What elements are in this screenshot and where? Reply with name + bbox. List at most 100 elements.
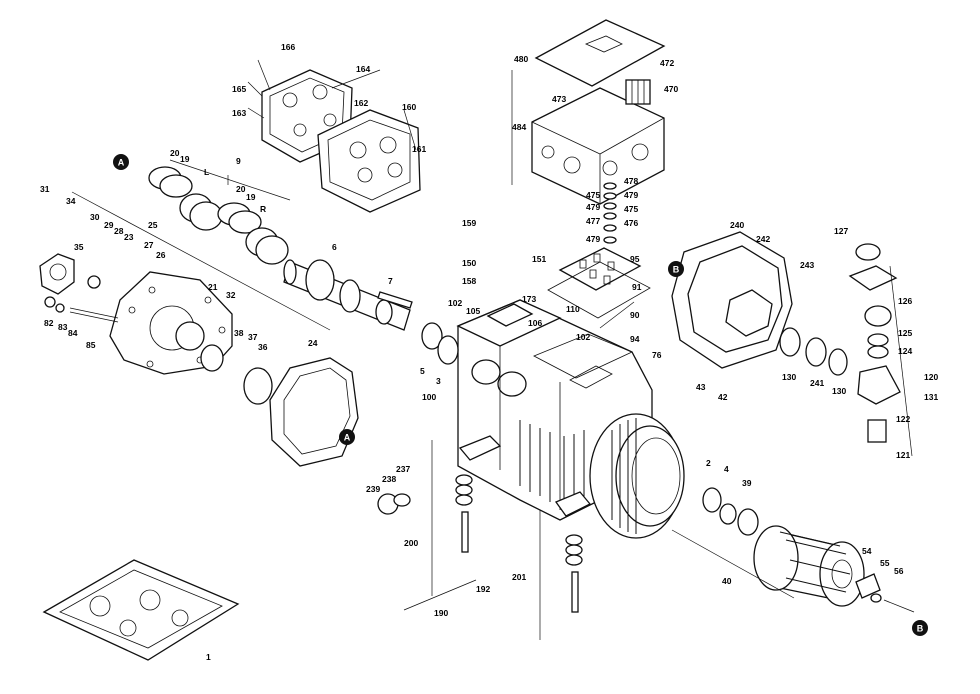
part-label: 90: [630, 310, 640, 320]
part-label: 159: [462, 218, 476, 228]
callout-circle: [113, 154, 129, 170]
part-label: 160: [402, 102, 416, 112]
part-label: 120: [924, 372, 938, 382]
part-label: 125: [898, 328, 912, 338]
callout-letter: A: [118, 157, 125, 167]
part-label: 162: [354, 98, 368, 108]
part-label: 54: [862, 546, 872, 556]
part-label: 479: [624, 190, 638, 200]
part-label: 475: [586, 190, 600, 200]
part-label: 124: [898, 346, 912, 356]
bushings: [421, 322, 915, 613]
part-label: 110: [566, 304, 580, 314]
part-label: 5: [420, 366, 425, 376]
part-label: R: [260, 204, 266, 214]
part-label: 26: [156, 250, 166, 260]
part-label: 20: [170, 148, 180, 158]
callout-letter: B: [917, 623, 924, 633]
callout-badge: B: [912, 620, 928, 636]
callout-badge: B: [668, 261, 684, 277]
part-label: 36: [258, 342, 268, 352]
motor-rotor: [753, 525, 865, 607]
motor-stator: [589, 413, 685, 539]
part-label: 31: [40, 184, 50, 194]
callout-letter: A: [344, 432, 351, 442]
spring-assemblies: [377, 474, 583, 613]
part-label: 473: [552, 94, 566, 104]
part-label: 106: [528, 318, 542, 328]
part-label: 56: [894, 566, 904, 576]
part-label: 122: [896, 414, 910, 424]
part-label: 480: [514, 54, 528, 64]
part-label: 1: [206, 652, 211, 662]
part-label: 2: [706, 458, 711, 468]
part-label: 126: [898, 296, 912, 306]
part-label: 151: [532, 254, 546, 264]
part-label: 161: [412, 144, 426, 154]
callout-badge: A: [339, 429, 355, 445]
terminal-box: [511, 19, 666, 205]
callout-badge: A: [113, 154, 129, 170]
part-label: 163: [232, 108, 246, 118]
part-label: 102: [576, 332, 590, 342]
part-label: 472: [660, 58, 674, 68]
part-label: 39: [742, 478, 752, 488]
part-label: 19: [180, 154, 190, 164]
part-label: 243: [800, 260, 814, 270]
part-label: 242: [756, 234, 770, 244]
part-label: 91: [632, 282, 642, 292]
callout-circle: [668, 261, 684, 277]
part-label: 27: [144, 240, 154, 250]
part-label: 239: [366, 484, 380, 494]
part-label: 479: [586, 202, 600, 212]
part-label: 25: [148, 220, 158, 230]
part-label: 241: [810, 378, 824, 388]
part-label: 37: [248, 332, 258, 342]
part-label: 55: [880, 558, 890, 568]
part-label: 32: [226, 290, 236, 300]
part-label: 95: [630, 254, 640, 264]
part-label: 130: [832, 386, 846, 396]
part-label: 237: [396, 464, 410, 474]
callout-letter: B: [673, 264, 680, 274]
suction-fitting: [848, 243, 901, 443]
terminal-plate: [547, 247, 651, 319]
part-label: 20: [236, 184, 246, 194]
part-label: 475: [624, 204, 638, 214]
part-label: 484: [512, 122, 526, 132]
part-label: 158: [462, 276, 476, 286]
part-label: 6: [332, 242, 337, 252]
part-label: 165: [232, 84, 246, 94]
callout-circle: [339, 429, 355, 445]
part-label: 240: [730, 220, 744, 230]
part-label: 127: [834, 226, 848, 236]
terminal-washer-stack: [603, 182, 617, 244]
part-label: 479: [586, 234, 600, 244]
leader-lines: [71, 69, 913, 640]
part-label: 173: [522, 294, 536, 304]
part-label: 190: [434, 608, 448, 618]
part-label: 7: [388, 276, 393, 286]
end-cover: [671, 231, 793, 369]
part-label: 164: [356, 64, 370, 74]
part-label: 85: [86, 340, 96, 350]
gasket-24: [269, 357, 359, 467]
piston-ring-group: [148, 159, 291, 265]
callout-circle: [912, 620, 928, 636]
part-label: 38: [234, 328, 244, 338]
part-label: 34: [66, 196, 76, 206]
part-label: 84: [68, 328, 78, 338]
bearing-cover-assembly: [39, 253, 273, 405]
part-label: 21: [208, 282, 218, 292]
part-label: 83: [58, 322, 68, 332]
part-label: 19: [246, 192, 256, 202]
reference-callouts: A A B B: [113, 154, 928, 636]
part-label: 4: [724, 464, 729, 474]
part-label: 105: [466, 306, 480, 316]
part-label: 166: [281, 42, 295, 52]
part-label: 82: [44, 318, 54, 328]
part-label: 121: [896, 450, 910, 460]
part-label: 192: [476, 584, 490, 594]
